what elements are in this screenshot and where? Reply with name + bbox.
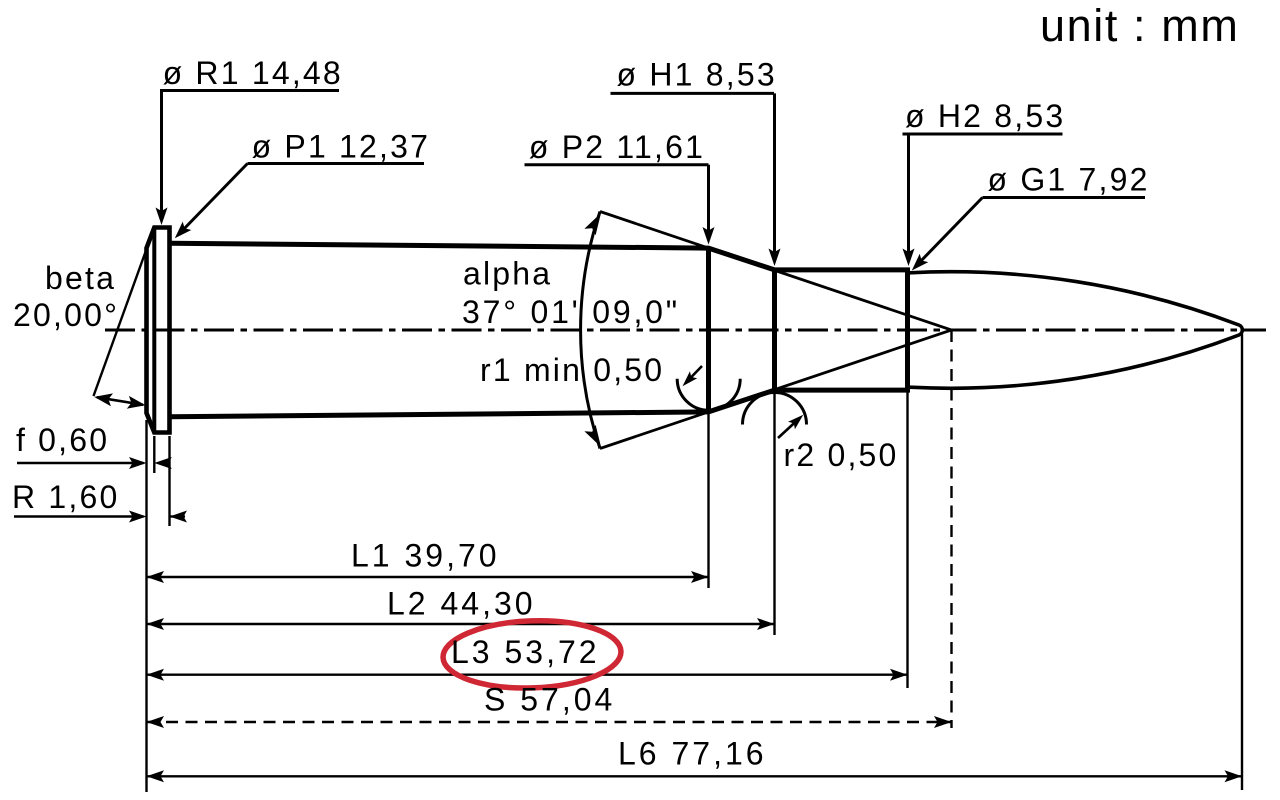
svg-text:L2 44,30: L2 44,30 bbox=[387, 586, 536, 622]
svg-text:37° 01' 09,0": 37° 01' 09,0" bbox=[462, 294, 680, 330]
svg-text:f 0,60: f 0,60 bbox=[16, 422, 109, 458]
svg-text:beta: beta bbox=[45, 260, 116, 296]
svg-text:ø H1 8,53: ø H1 8,53 bbox=[617, 57, 777, 93]
svg-text:L1 39,70: L1 39,70 bbox=[351, 538, 500, 574]
svg-text:L6 77,16: L6 77,16 bbox=[618, 736, 767, 772]
svg-text:ø P2 11,61: ø P2 11,61 bbox=[529, 129, 705, 165]
svg-text:r2 0,50: r2 0,50 bbox=[784, 437, 899, 473]
svg-text:unit : mm: unit : mm bbox=[1040, 0, 1239, 51]
svg-text:20,00°: 20,00° bbox=[13, 297, 119, 333]
svg-text:L3 53,72: L3 53,72 bbox=[451, 634, 600, 670]
svg-text:alpha: alpha bbox=[463, 256, 552, 292]
svg-text:ø R1 14,48: ø R1 14,48 bbox=[163, 55, 343, 91]
svg-text:R 1,60: R 1,60 bbox=[12, 479, 119, 515]
svg-text:ø G1 7,92: ø G1 7,92 bbox=[988, 162, 1150, 198]
svg-text:S 57,04: S 57,04 bbox=[484, 682, 615, 718]
svg-text:r1 min 0,50: r1 min 0,50 bbox=[480, 352, 664, 388]
svg-text:ø H2 8,53: ø H2 8,53 bbox=[905, 98, 1065, 134]
svg-text:ø P1 12,37: ø P1 12,37 bbox=[252, 129, 431, 165]
